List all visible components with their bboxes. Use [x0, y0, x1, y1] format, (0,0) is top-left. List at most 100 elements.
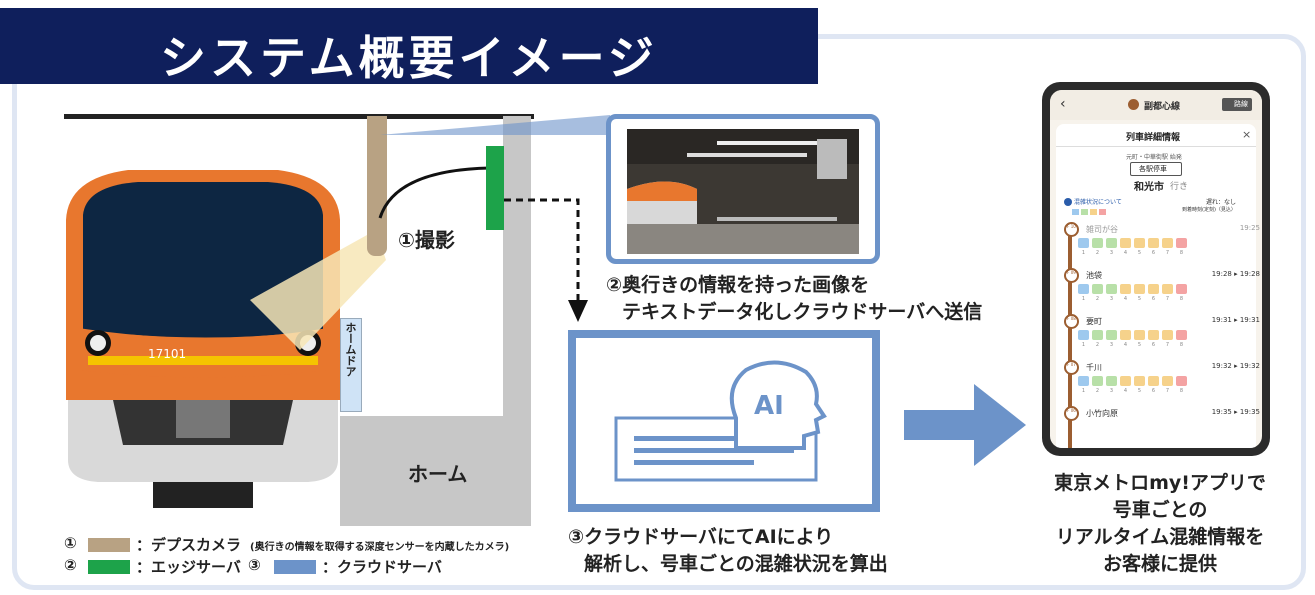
cloud-server: AI: [568, 330, 880, 512]
step2-line2: テキストデータ化しクラウドサーバへ送信: [622, 301, 983, 323]
car-crowd-indicator: [1176, 238, 1187, 248]
car-crowd-indicator: [1078, 330, 1089, 340]
station-code-icon: F 09: [1064, 268, 1079, 283]
legend-edge-swatch: [88, 560, 130, 574]
car-crowd-indicator: [1106, 376, 1117, 386]
origin-text: 元町・中華街駅 始発: [1126, 154, 1182, 161]
depth-camera: [367, 116, 387, 256]
station-name: 雑司が谷: [1086, 225, 1118, 234]
car-crowd-indicator: [1134, 284, 1145, 294]
car-number: 6: [1151, 296, 1156, 302]
car-number: 8: [1179, 342, 1184, 348]
legend: ① ：デプスカメラ (奥行きの情報を取得する深度センサーを内蔵したカメラ) ② …: [64, 530, 584, 580]
legend-camera-swatch: [88, 538, 130, 552]
train-number-label: 17101: [148, 347, 186, 361]
car-number: 4: [1123, 388, 1128, 394]
phone-screen: ‹ 副都心線 路線 列車詳細情報 × 元町・中華街駅 始発 各駅停車 和光市 行…: [1050, 90, 1262, 448]
station-name: 要町: [1086, 317, 1102, 326]
train-detail-panel: 列車詳細情報 × 元町・中華街駅 始発 各駅停車 和光市 行き 混雑状況について…: [1056, 124, 1260, 448]
car-number: 7: [1165, 250, 1170, 256]
car-crowd-indicator: [1106, 238, 1117, 248]
ai-analysis-icon: AI: [614, 360, 827, 482]
platform-door: [340, 318, 362, 412]
station-time: 19:25: [1239, 224, 1260, 232]
platform-door-label: ホームドア: [344, 322, 357, 377]
station-timeline: [1068, 228, 1072, 448]
car-crowd-indicator: [1092, 284, 1103, 294]
crowd-info-link[interactable]: 混雑状況について: [1074, 199, 1122, 206]
page-title: システム概要イメージ: [160, 31, 658, 85]
car-number: 1: [1081, 250, 1086, 256]
platform-wall: [503, 116, 531, 416]
captured-image-frame: [606, 114, 880, 264]
car-crowd-indicator: [1148, 284, 1159, 294]
legend-cloud-swatch: [274, 560, 316, 574]
car-number: 6: [1151, 388, 1156, 394]
legend-item1-note: (奥行きの情報を取得する深度センサーを内蔵したカメラ): [250, 542, 510, 553]
camera-to-photo-connector: [380, 115, 610, 135]
car-number: 1: [1081, 342, 1086, 348]
train-yellow-stripe: [88, 356, 318, 365]
station-code-icon: F 07: [1064, 360, 1079, 375]
car-number: 2: [1095, 250, 1100, 256]
camera-view-cone: [250, 230, 386, 350]
car-crowd-indicator: [1176, 376, 1187, 386]
panel-title: 列車詳細情報: [1126, 133, 1181, 143]
route-button[interactable]: 路線: [1222, 98, 1252, 111]
legend-item3-num: ③: [248, 556, 261, 574]
car-crowd-indicator: [1092, 376, 1103, 386]
car-crowd-indicator: [1148, 330, 1159, 340]
car-crowd-indicator: [1092, 238, 1103, 248]
crowd-legend: [1072, 209, 1122, 215]
car-number: 3: [1109, 388, 1114, 394]
train-coupler: [176, 400, 230, 438]
car-crowd-indicator: [1120, 376, 1131, 386]
station-name: 千川: [1086, 363, 1102, 372]
car-crowd-indicator: [1162, 238, 1173, 248]
car-crowd-indicator: [1078, 284, 1089, 294]
edge-server: [486, 146, 504, 230]
station-name: 池袋: [1086, 271, 1102, 280]
station-code-icon: F 08: [1064, 314, 1079, 329]
line-name: 副都心線: [1144, 102, 1181, 112]
train-front-panel: [78, 328, 328, 378]
legend-item3-name: ：クラウドサーバ: [322, 558, 442, 576]
platform-label: ホーム: [408, 462, 468, 486]
car-number: 3: [1109, 250, 1114, 256]
step1-label: ①撮影: [398, 228, 455, 252]
train-type: 各駅停車: [1139, 165, 1167, 173]
car-crowd-indicator: [1134, 330, 1145, 340]
smartphone: ‹ 副都心線 路線 列車詳細情報 × 元町・中華街駅 始発 各駅停車 和光市 行…: [1042, 82, 1270, 456]
dashed-arrow-to-cloud: [504, 198, 588, 322]
car-crowd-indicator: [1106, 284, 1117, 294]
car-number: 5: [1137, 388, 1142, 394]
car-number: 6: [1151, 250, 1156, 256]
line-badge-icon: [1128, 99, 1139, 110]
car-number: 6: [1151, 342, 1156, 348]
destination-suffix: 行き: [1170, 182, 1189, 192]
car-number: 3: [1109, 342, 1114, 348]
station-code-icon: F 06: [1064, 406, 1079, 421]
car-number: 7: [1165, 388, 1170, 394]
legend-item2-name: ：エッジサーバ: [136, 558, 241, 576]
arrival-note: 到着時刻(定刻)（見込）: [1182, 207, 1236, 213]
car-number: 2: [1095, 296, 1100, 302]
chevron-left-icon[interactable]: ‹: [1060, 96, 1066, 112]
panel-divider: [1056, 146, 1256, 147]
train-wheels: [153, 480, 253, 508]
car-number: 7: [1165, 296, 1170, 302]
car-crowd-indicator: [1120, 238, 1131, 248]
station-time: 19:28 ▸ 19:28: [1211, 270, 1260, 278]
ai-label: AI: [754, 391, 784, 421]
camera-cable: [378, 166, 491, 219]
close-icon[interactable]: ×: [1242, 128, 1252, 141]
result-text: 東京メトロmy!アプリで 号車ごとの リアルタイム混雑情報を お客様に提供: [1030, 470, 1290, 578]
station-time: 19:32 ▸ 19:32: [1211, 362, 1260, 370]
car-number: 3: [1109, 296, 1114, 302]
result-line-4: お客様に提供: [1102, 553, 1217, 575]
